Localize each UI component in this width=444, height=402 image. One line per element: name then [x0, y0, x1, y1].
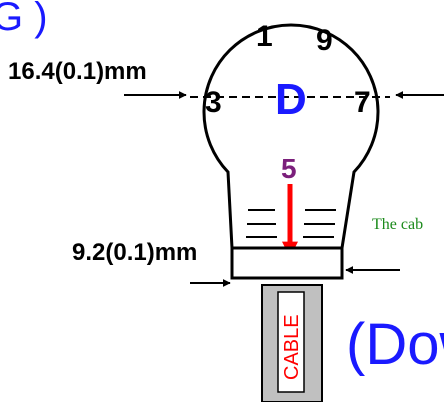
- pin-9-label: 9: [316, 24, 333, 57]
- plug-bottom: [230, 246, 344, 280]
- pin-7-label: 7: [354, 86, 371, 119]
- strain-relief-lines: [246, 209, 336, 238]
- pin-3-label: 3: [205, 86, 222, 119]
- pin-1-label: 1: [256, 20, 273, 53]
- title-fragment: G ): [0, 0, 48, 39]
- key-letter: D: [275, 75, 307, 124]
- cable-label: CABLE: [281, 314, 303, 380]
- top-width-dimension: 16.4(0.1)mm: [8, 58, 147, 85]
- pin-5-label: 5: [281, 153, 297, 184]
- connector-body: [202, 23, 380, 250]
- bottom-width-dimension: 9.2(0.1)mm: [72, 239, 197, 266]
- cable-note: The cab: [372, 216, 423, 233]
- orientation-label: (Dow: [346, 312, 444, 377]
- cable-label-box: [277, 291, 305, 393]
